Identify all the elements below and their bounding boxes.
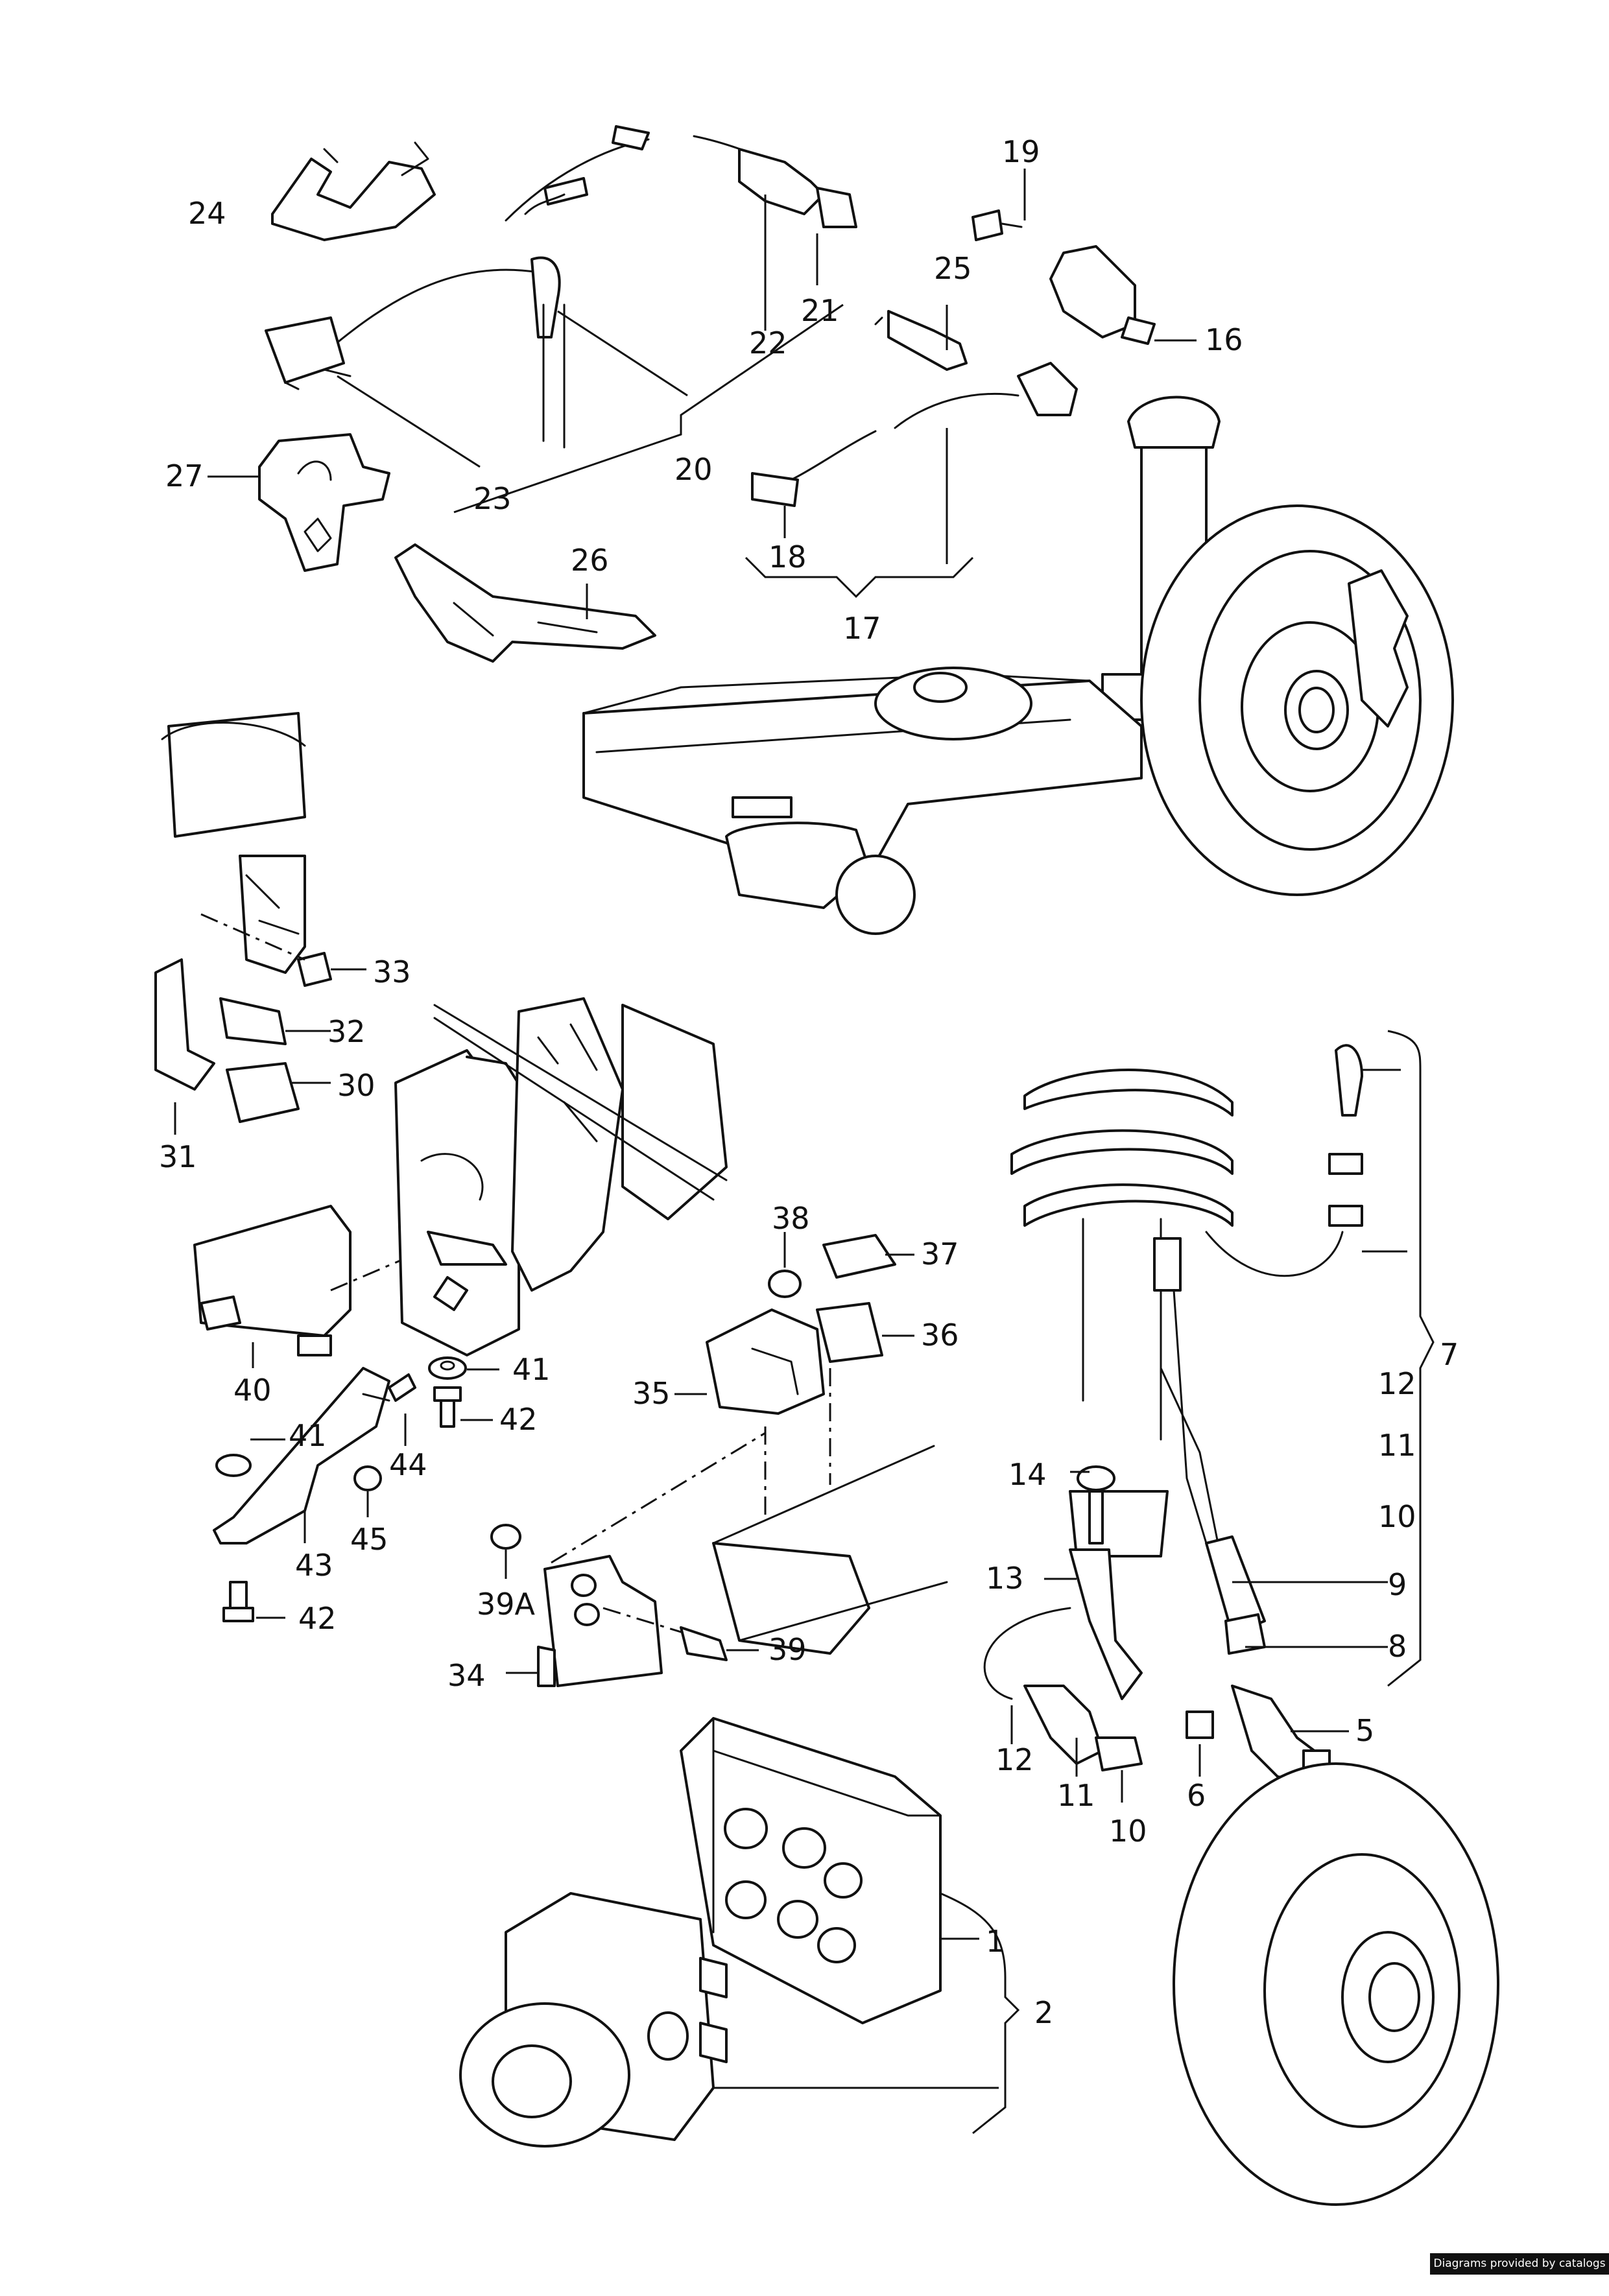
part-26-bracket — [394, 543, 656, 663]
label-39a: 39A — [477, 1587, 536, 1622]
label-39: 39 — [769, 1632, 807, 1667]
label-35: 35 — [632, 1376, 671, 1411]
label-2: 2 — [1034, 1995, 1053, 2030]
label-16: 16 — [1205, 322, 1243, 357]
label-18: 18 — [769, 539, 807, 574]
center-brackets — [490, 1232, 948, 1687]
label-12a: 12 — [1378, 1366, 1416, 1401]
label-30: 30 — [337, 1068, 375, 1103]
label-19: 19 — [1002, 134, 1040, 169]
part-20-wiring-harness — [265, 125, 857, 514]
left-subframe-brackets — [154, 855, 728, 1622]
label-11b: 11 — [1057, 1778, 1095, 1813]
rear-axle-assembly — [161, 396, 1454, 935]
label-11a: 11 — [1378, 1428, 1416, 1463]
part-24-bracket — [271, 141, 436, 241]
label-42a: 42 — [499, 1402, 538, 1437]
label-45: 45 — [350, 1522, 388, 1557]
label-23: 23 — [473, 481, 512, 516]
label-26: 26 — [571, 543, 609, 578]
front-strut-sensor — [983, 1030, 1499, 2206]
label-25: 25 — [934, 251, 972, 286]
label-34: 34 — [447, 1658, 486, 1693]
label-37: 37 — [921, 1237, 959, 1272]
label-31: 31 — [159, 1139, 197, 1174]
label-44: 44 — [389, 1447, 427, 1482]
label-38: 38 — [772, 1201, 810, 1236]
label-5: 5 — [1355, 1713, 1374, 1748]
label-42b: 42 — [298, 1601, 337, 1636]
label-27: 27 — [165, 458, 204, 493]
credit-badge: Diagrams provided by catalogs parts — [1430, 2253, 1609, 2291]
abs-unit — [459, 1717, 1020, 2148]
label-13: 13 — [986, 1561, 1024, 1596]
label-43: 43 — [295, 1548, 333, 1583]
label-20: 20 — [674, 452, 713, 487]
label-36: 36 — [921, 1318, 959, 1353]
label-10a: 10 — [1378, 1499, 1416, 1534]
label-24: 24 — [188, 196, 226, 231]
label-10b: 10 — [1109, 1814, 1147, 1849]
label-9: 9 — [1388, 1567, 1407, 1602]
part-16-25-19-sensors — [745, 169, 1197, 598]
label-41b: 41 — [289, 1418, 327, 1453]
callout-labels: 24 19 25 16 22 21 20 23 27 26 18 17 33 3… — [159, 134, 1459, 2030]
label-17: 17 — [843, 611, 881, 646]
label-6: 6 — [1187, 1778, 1206, 1813]
label-8: 8 — [1388, 1629, 1407, 1664]
label-41a: 41 — [512, 1352, 551, 1387]
part-27-bracket — [208, 433, 390, 572]
label-7: 7 — [1440, 1337, 1459, 1372]
label-32: 32 — [328, 1014, 366, 1049]
label-40: 40 — [233, 1373, 272, 1408]
label-33: 33 — [373, 954, 411, 989]
label-14: 14 — [1008, 1457, 1047, 1492]
label-12b: 12 — [995, 1742, 1034, 1777]
label-21: 21 — [801, 293, 839, 328]
label-22: 22 — [749, 325, 787, 361]
label-1: 1 — [986, 1924, 1005, 1959]
